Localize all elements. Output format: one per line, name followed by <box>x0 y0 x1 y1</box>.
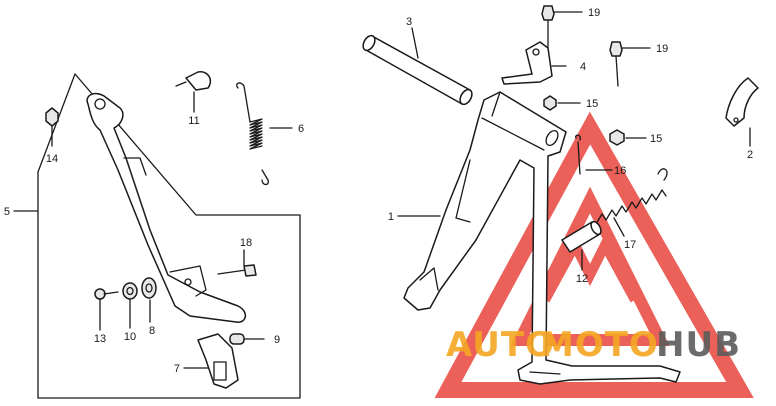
label-2: 2 <box>747 149 753 161</box>
watermark-hub: HUB <box>656 325 741 365</box>
watermark-m-mark <box>540 234 640 303</box>
part-7-stopper <box>183 333 239 389</box>
kickstand-group-outline <box>37 73 301 399</box>
part-19-bolt-b <box>609 41 651 87</box>
part-19-bolt-a <box>541 5 583 49</box>
part-8-bushing <box>141 277 157 323</box>
label-5: 5 <box>4 206 10 218</box>
part-9-rubber <box>229 333 265 345</box>
part-4-bracket <box>501 41 567 85</box>
label-9: 9 <box>274 334 280 346</box>
label-13: 13 <box>94 333 106 345</box>
label-1: 1 <box>388 211 394 223</box>
label-14: 14 <box>46 153 58 165</box>
label-11: 11 <box>188 115 199 127</box>
part-1-main-stand <box>397 91 681 385</box>
watermark-text: AUTO MOTO HUB <box>446 325 741 365</box>
watermark-moto: MOTO <box>540 325 659 365</box>
label-16: 16 <box>614 165 626 177</box>
part-15-nut-b <box>609 129 647 146</box>
kickstand-arm <box>86 92 247 323</box>
part-16-pin <box>575 134 613 175</box>
label-15a: 15 <box>586 98 598 110</box>
label-15b: 15 <box>650 133 662 145</box>
label-4: 4 <box>580 61 586 73</box>
label-17: 17 <box>624 239 636 251</box>
part-11-bolt <box>175 71 212 113</box>
part-14-nut <box>45 107 59 147</box>
part-6-spring <box>236 82 293 186</box>
part-10-washer <box>122 282 138 329</box>
label-19b: 19 <box>656 43 668 55</box>
part-2-clip <box>725 77 759 147</box>
part-18-bolt <box>217 249 257 277</box>
part-12-sleeve <box>561 220 602 271</box>
part-13-bolt <box>94 288 119 331</box>
label-6: 6 <box>298 123 304 135</box>
label-3: 3 <box>406 16 412 28</box>
watermark-auto: AUTO <box>446 325 555 365</box>
label-12: 12 <box>576 273 588 285</box>
part-3-pipe <box>362 27 473 106</box>
watermark-logo <box>434 111 754 398</box>
label-10: 10 <box>124 331 136 343</box>
watermark-triangle-inner <box>510 186 670 346</box>
label-8: 8 <box>149 325 155 337</box>
watermark-triangle-outer <box>434 111 754 398</box>
label-7: 7 <box>174 363 180 375</box>
part-17-spring <box>595 168 668 237</box>
part-15-nut-a <box>543 95 581 111</box>
label-18: 18 <box>240 237 252 249</box>
label-19a: 19 <box>588 7 600 19</box>
